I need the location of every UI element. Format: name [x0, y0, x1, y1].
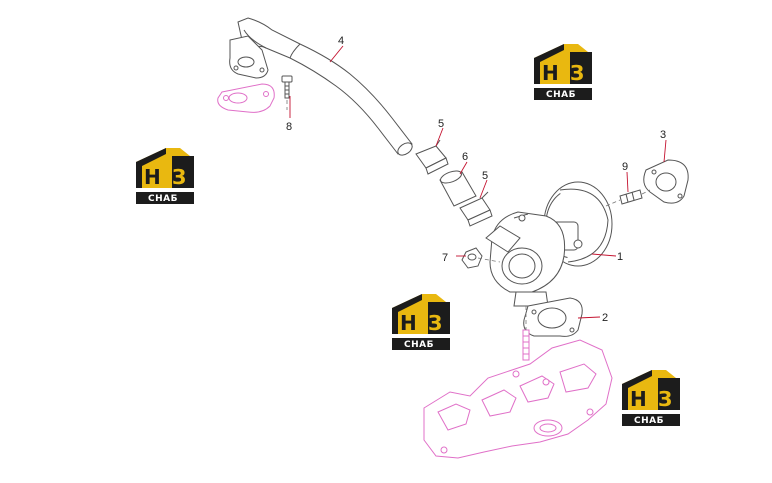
- watermark-logo-2: Н З СНАБ: [136, 148, 194, 204]
- leader-lines: [289, 45, 667, 319]
- exhaust-manifold: [423, 339, 613, 459]
- callout-4: 4: [338, 35, 344, 47]
- svg-text:Н: Н: [400, 311, 417, 335]
- svg-text:СНАБ: СНАБ: [404, 340, 434, 350]
- svg-text:Н: Н: [542, 61, 559, 85]
- pipe-part-4: [229, 17, 413, 156]
- svg-text:Н: Н: [144, 165, 161, 189]
- svg-text:СНАБ: СНАБ: [634, 416, 664, 426]
- svg-text:З: З: [570, 61, 584, 85]
- callout-6: 6: [462, 151, 468, 163]
- bolt-part-8: [281, 75, 293, 99]
- watermark-logo-4: Н З СНАБ: [622, 370, 680, 426]
- watermark-logo-1: Н З СНАБ: [534, 44, 592, 100]
- pink-flange-gasket: [217, 83, 275, 113]
- svg-text:З: З: [172, 165, 186, 189]
- watermark-logo-3: Н З СНАБ: [392, 294, 450, 350]
- callout-2: 2: [602, 312, 608, 324]
- callout-8: 8: [286, 121, 292, 133]
- callout-1: 1: [617, 251, 623, 263]
- callout-5-lower: 5: [482, 170, 488, 182]
- svg-text:З: З: [658, 387, 672, 411]
- svg-text:СНАБ: СНАБ: [148, 194, 178, 204]
- callouts: 1 2 3 4 5 5 6 7 8 9: [286, 35, 666, 324]
- gasket-part-3: [643, 159, 689, 204]
- svg-text:Н: Н: [630, 387, 647, 411]
- callout-5-upper: 5: [438, 118, 444, 130]
- nut-part-7: [461, 247, 483, 269]
- callout-9: 9: [622, 161, 628, 173]
- turbocharger-part-1: [485, 181, 613, 307]
- gasket-part-2: [523, 297, 583, 337]
- stud-part-9: [619, 189, 643, 205]
- clamp-part-5-upper: [415, 139, 449, 175]
- assembly-lines: [286, 100, 651, 330]
- callout-7: 7: [442, 252, 448, 264]
- hose-part-6: [439, 170, 477, 207]
- svg-text:З: З: [428, 311, 442, 335]
- callout-3: 3: [660, 129, 666, 141]
- svg-text:СНАБ: СНАБ: [546, 90, 576, 100]
- manifold-stud: [522, 329, 530, 361]
- clamp-part-5-lower: [459, 191, 493, 227]
